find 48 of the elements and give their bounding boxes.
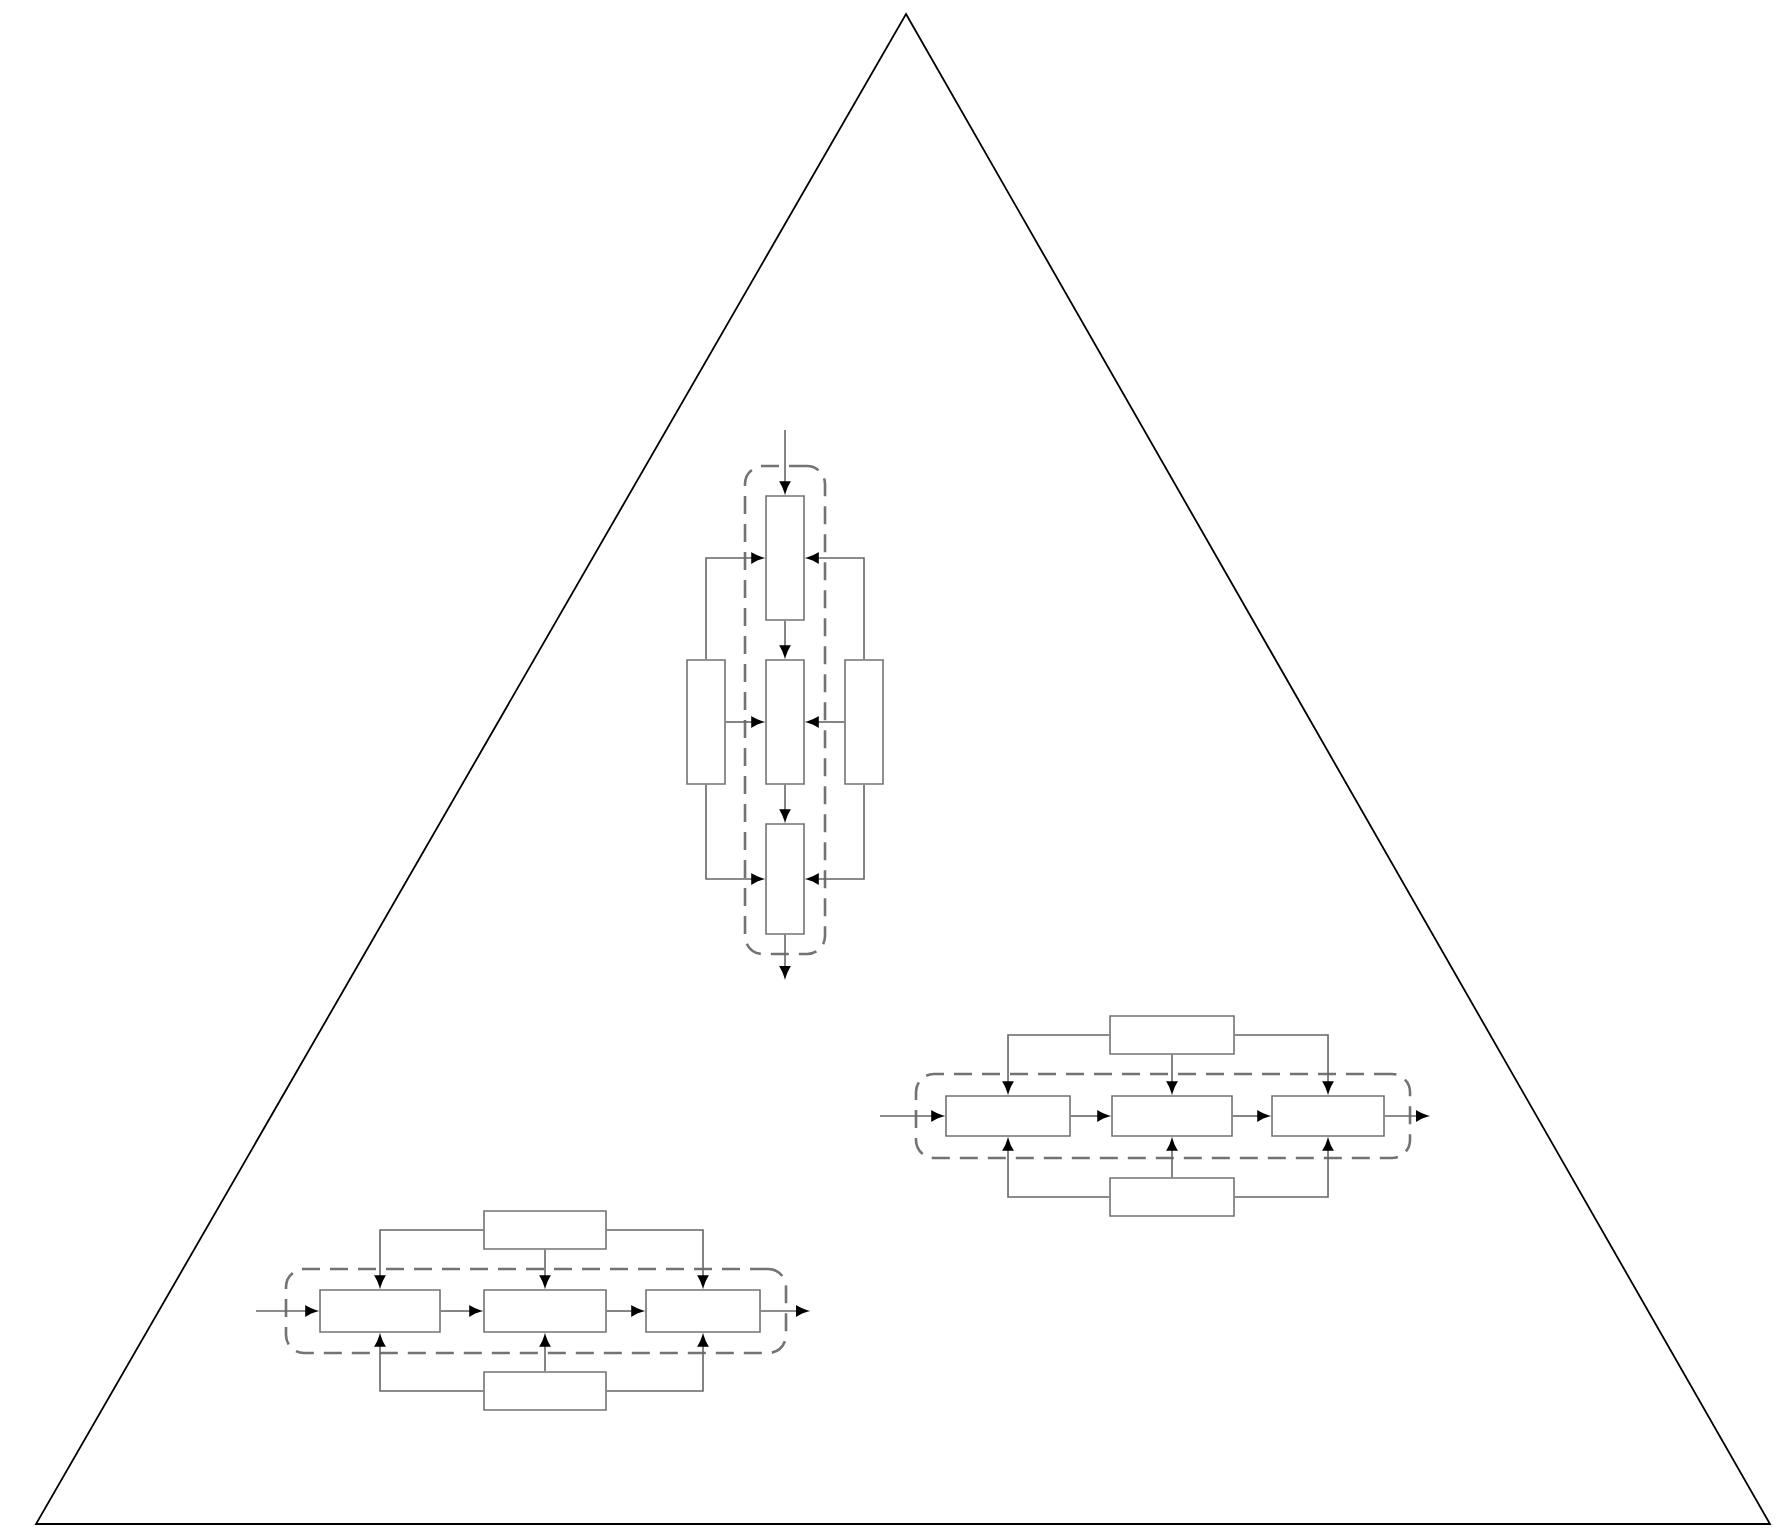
arrow xyxy=(806,784,865,885)
arrow xyxy=(606,1334,709,1392)
arrow xyxy=(1002,1034,1110,1094)
block-box xyxy=(1271,1095,1385,1137)
block-box xyxy=(765,659,805,785)
arrow xyxy=(779,429,791,494)
arrow xyxy=(539,1334,551,1372)
arrow xyxy=(539,1249,551,1288)
arrow xyxy=(760,1305,808,1317)
arrow xyxy=(1002,1138,1110,1198)
arrow xyxy=(705,784,764,885)
block-box xyxy=(483,1289,607,1333)
arrow xyxy=(374,1334,484,1392)
arrow xyxy=(806,716,845,728)
arrow xyxy=(374,1229,484,1288)
block-box xyxy=(1109,1177,1235,1217)
block-box xyxy=(765,823,805,935)
arrow xyxy=(1166,1054,1178,1094)
arrow xyxy=(779,784,791,822)
arrow xyxy=(705,552,764,660)
arrow xyxy=(1166,1138,1178,1178)
dashed-boundary xyxy=(284,1267,788,1355)
dashed-boundary xyxy=(914,1072,1412,1160)
arrow xyxy=(1384,1110,1428,1122)
arrow xyxy=(779,620,791,658)
block-box xyxy=(483,1371,607,1411)
arrow xyxy=(879,1110,944,1122)
block-box xyxy=(765,495,805,621)
arrow xyxy=(440,1305,482,1317)
arrow xyxy=(1234,1138,1334,1198)
arrow xyxy=(255,1305,318,1317)
block-box xyxy=(1109,1015,1235,1055)
dashed-boundary xyxy=(743,464,827,956)
arrow xyxy=(725,716,764,728)
block-box xyxy=(483,1210,607,1250)
arrow xyxy=(806,552,865,660)
block-box xyxy=(844,659,884,785)
block-box xyxy=(645,1289,761,1333)
arrow xyxy=(606,1305,644,1317)
block-box xyxy=(1111,1095,1233,1137)
arrow xyxy=(1234,1034,1334,1094)
block-box xyxy=(945,1095,1071,1137)
block-box xyxy=(686,659,726,785)
arrow xyxy=(606,1229,709,1288)
block-box xyxy=(319,1289,441,1333)
arrow xyxy=(1232,1110,1270,1122)
arrow xyxy=(779,934,791,978)
arrow xyxy=(1070,1110,1110,1122)
